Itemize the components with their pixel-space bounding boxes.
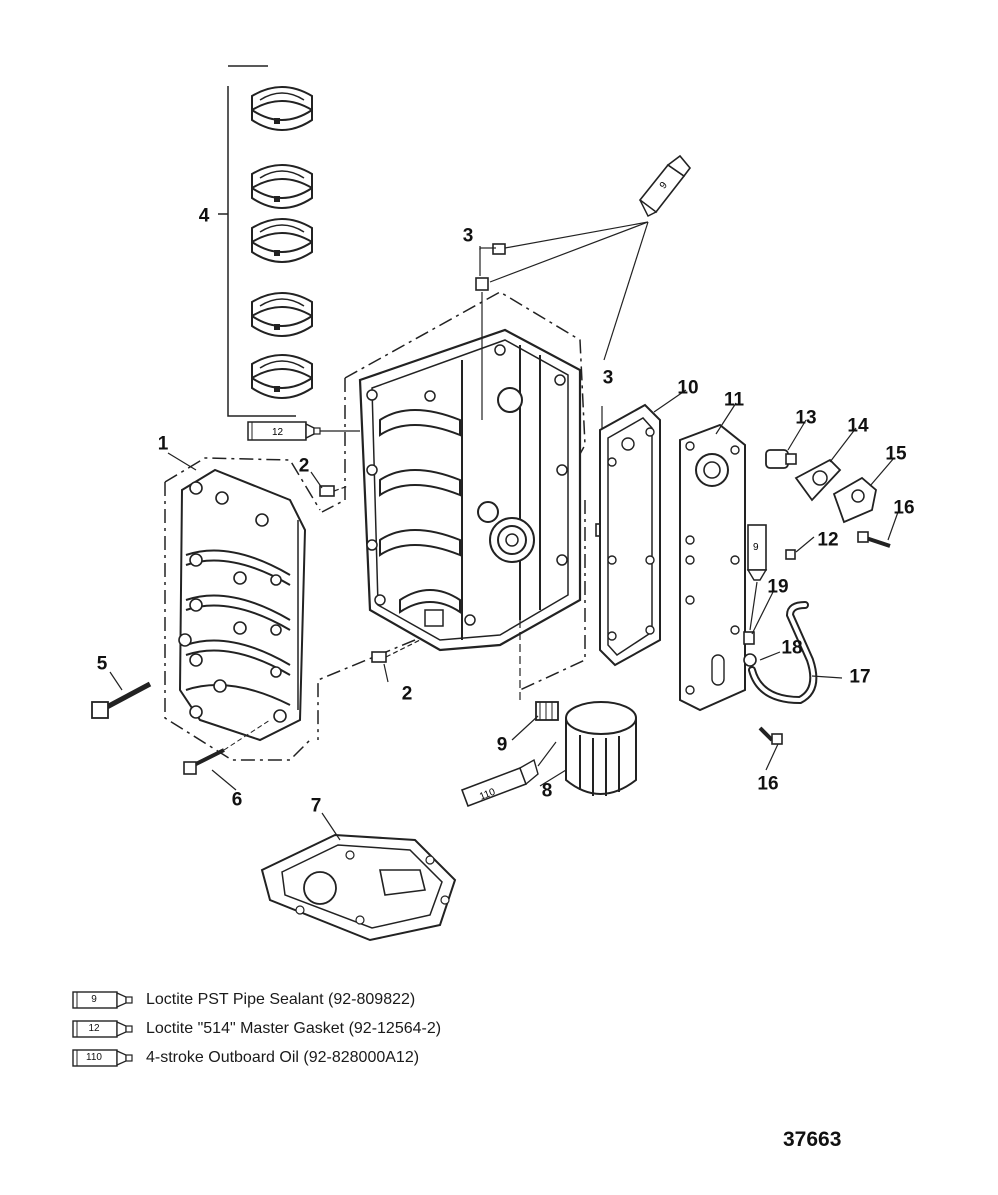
callout-8: 8 xyxy=(541,780,553,802)
callout-4: 4 xyxy=(198,205,210,227)
callout-7: 7 xyxy=(310,795,322,817)
callout-19: 19 xyxy=(767,576,789,598)
callout-9: 9 xyxy=(496,734,508,756)
thermostat-gasket xyxy=(794,458,842,502)
cap-screw-5 xyxy=(91,681,152,719)
legend-text: 4-stroke Outboard Oil (92-828000A12) xyxy=(146,1048,420,1066)
legend-text: Loctite "514" Master Gasket (92-12564-2) xyxy=(146,1019,442,1037)
filter-fitting xyxy=(519,560,559,721)
callout-12: 12 xyxy=(817,529,839,551)
tube-icon: 12 xyxy=(72,1019,138,1038)
callout-3-upper: 3 xyxy=(462,225,474,247)
callout-1: 1 xyxy=(157,433,169,455)
thermostat xyxy=(765,449,797,469)
tube-label-110: 110 xyxy=(478,787,497,803)
tube-icon: 110 xyxy=(72,1048,138,1067)
callout-18: 18 xyxy=(781,637,803,659)
gasket-sealant-tube: 12 xyxy=(247,421,360,441)
callout-2-lower: 2 xyxy=(401,683,413,705)
callout-6: 6 xyxy=(231,789,243,811)
thermostat-cover xyxy=(832,476,877,524)
tube-label-12: 12 xyxy=(272,427,284,438)
pipe-sealant-tube-upper: 9 xyxy=(479,154,692,361)
crankcase-cover xyxy=(178,468,307,742)
cylinder-block xyxy=(358,328,582,652)
cap-screw-6 xyxy=(183,719,271,775)
leader-lines xyxy=(109,246,899,841)
dowel-pin-lower xyxy=(371,639,421,663)
exhaust-cover xyxy=(679,423,746,712)
cover-gasket xyxy=(599,403,661,667)
sealant-legend: 9 Loctite PST Pipe Sealant (92-809822) 1… xyxy=(72,985,441,1072)
callout-16-upper: 16 xyxy=(893,497,915,519)
legend-row: 9 Loctite PST Pipe Sealant (92-809822) xyxy=(72,985,441,1014)
tube-label-9-upper: 9 xyxy=(658,180,670,192)
callout-16-lower: 16 xyxy=(757,773,779,795)
legend-text: Loctite PST Pipe Sealant (92-809822) xyxy=(146,990,416,1008)
tube-label-9-side: 9 xyxy=(753,542,759,553)
callout-5: 5 xyxy=(96,653,108,675)
hose-fitting xyxy=(743,631,757,667)
callout-17: 17 xyxy=(849,666,871,688)
legend-row: 12 Loctite "514" Master Gasket (92-12564… xyxy=(72,1014,441,1043)
callout-15: 15 xyxy=(885,443,907,465)
callout-14: 14 xyxy=(847,415,869,437)
base-gasket xyxy=(260,833,457,942)
bolt-upper xyxy=(857,531,891,548)
legend-code: 12 xyxy=(88,1022,100,1034)
oil-tube: 110 xyxy=(460,741,557,808)
tube-icon: 9 xyxy=(72,990,138,1009)
callout-10: 10 xyxy=(677,377,699,399)
legend-row: 110 4-stroke Outboard Oil (92-828000A12) xyxy=(72,1043,441,1072)
bolt-lower xyxy=(758,726,783,745)
callout-11: 11 xyxy=(723,389,745,411)
legend-code: 9 xyxy=(91,993,97,1005)
bearing-set xyxy=(218,65,313,417)
pipe-sealant-tube-side: 9 xyxy=(746,524,768,631)
callout-3-side: 3 xyxy=(602,367,614,389)
callout-13: 13 xyxy=(795,407,817,429)
diagram-id: 37663 xyxy=(783,1128,842,1151)
callout-2-upper: 2 xyxy=(298,455,310,477)
dowel-pin-upper xyxy=(319,485,349,497)
plug-12 xyxy=(785,549,796,560)
legend-code: 110 xyxy=(86,1051,102,1063)
oil-filter xyxy=(565,701,637,796)
